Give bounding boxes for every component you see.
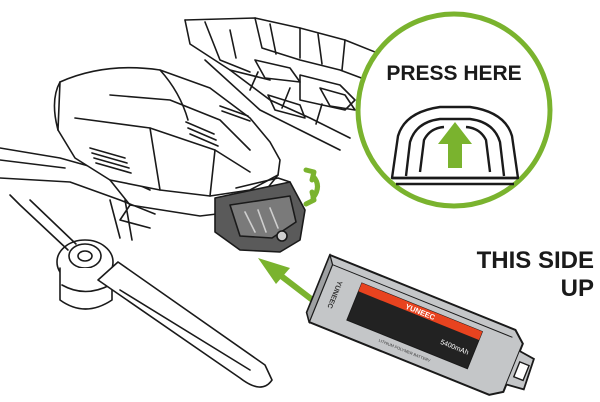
battery-bay (214, 177, 306, 253)
this-side-up-line2: UP (561, 275, 594, 302)
arrow-up-icon (438, 122, 472, 168)
press-here-callout: PRESS HERE (355, 11, 553, 209)
drone-illustration (0, 17, 431, 388)
battery-pack: YUNEEC 5400mAh LITHIUM POLYMER BATTERY Y… (305, 253, 535, 396)
this-side-up-label: THIS SIDE UP (477, 247, 594, 302)
press-here-label: PRESS HERE (386, 62, 521, 85)
this-side-up-line1: THIS SIDE (477, 247, 594, 274)
drone-body (53, 66, 281, 229)
front-propeller (9, 194, 273, 388)
rotate-icon (303, 167, 320, 207)
